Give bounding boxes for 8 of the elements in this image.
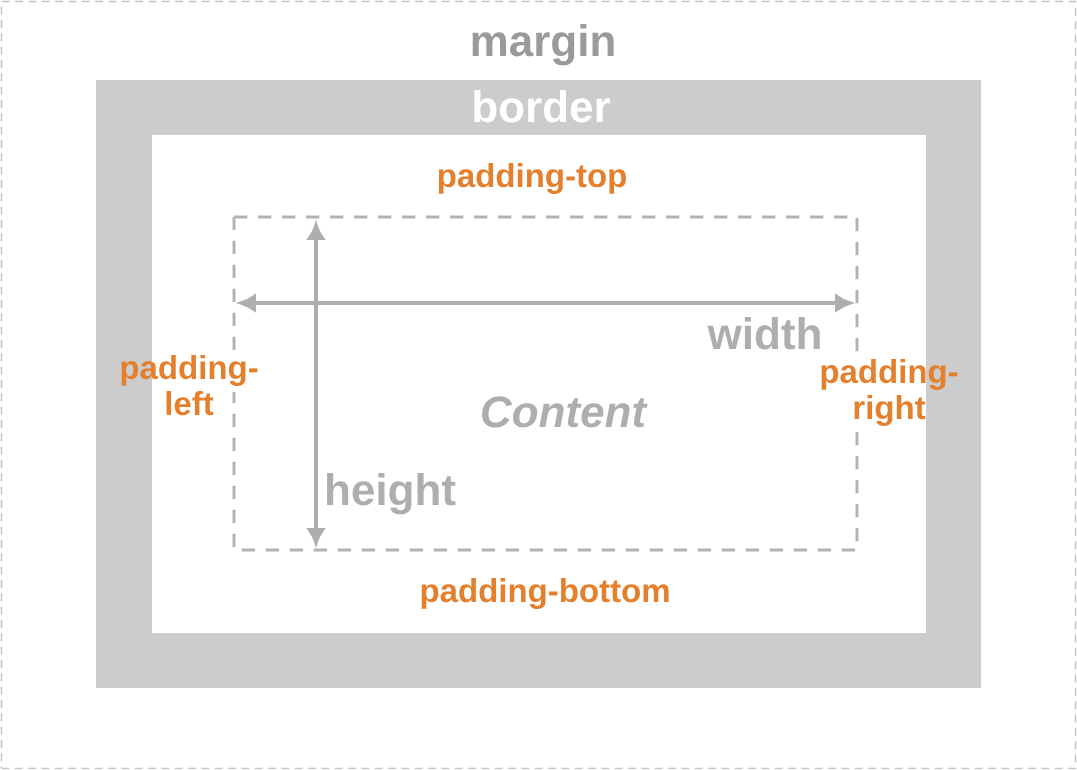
content-label: Content: [482, 396, 648, 428]
dim-label: height: [327, 473, 456, 515]
region-label: padding-right: [821, 359, 958, 426]
region-label: padding-bottom: [421, 578, 669, 609]
region-label: padding-top: [438, 163, 626, 194]
dim-label: width: [707, 317, 820, 350]
box-label: margin: [472, 24, 614, 66]
region-label: padding-left: [121, 355, 258, 416]
